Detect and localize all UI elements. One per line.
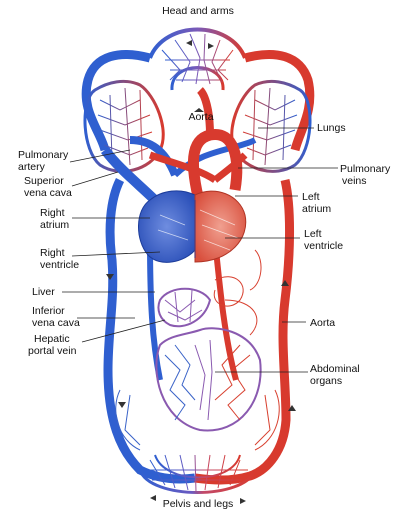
label-left-ventricle-1: Left bbox=[304, 228, 322, 240]
flow-arrows bbox=[106, 40, 296, 504]
label-superior-vena-cava-1: Superior bbox=[24, 175, 64, 187]
label-pulmonary-veins-2: veins bbox=[342, 175, 367, 187]
label-abdominal-organs-1: Abdominal bbox=[310, 363, 360, 375]
label-right-ventricle-2: ventricle bbox=[40, 259, 79, 271]
label-right-atrium-1: Right bbox=[40, 207, 65, 219]
label-pulmonary-artery-1: Pulmonary bbox=[18, 149, 69, 161]
right-heart bbox=[138, 191, 195, 262]
label-inferior-vena-cava-2: vena cava bbox=[32, 317, 80, 329]
label-head-and-arms: Head and arms bbox=[162, 5, 234, 17]
label-left-atrium-2: atrium bbox=[302, 203, 331, 215]
label-pulmonary-artery-2: artery bbox=[18, 161, 46, 173]
label-aorta-top: Aorta bbox=[188, 111, 213, 123]
aortic-arch bbox=[193, 90, 236, 205]
label-left-atrium-1: Left bbox=[302, 191, 320, 203]
label-hepatic-portal-vein-1: Hepatic bbox=[34, 333, 70, 345]
label-aorta-side: Aorta bbox=[310, 317, 335, 329]
label-right-atrium-2: atrium bbox=[40, 219, 69, 231]
head-arms-capillary-bed bbox=[150, 30, 245, 91]
label-lungs: Lungs bbox=[317, 122, 346, 134]
label-pulmonary-veins-1: Pulmonary bbox=[340, 163, 391, 175]
label-abdominal-organs-2: organs bbox=[310, 375, 342, 387]
label-right-ventricle-1: Right bbox=[40, 247, 65, 259]
label-left-ventricle-2: ventricle bbox=[304, 240, 343, 252]
abdominal-organs-capillary-bed bbox=[156, 328, 260, 430]
label-inferior-vena-cava-1: Inferior bbox=[32, 305, 65, 317]
label-hepatic-portal-vein-2: portal vein bbox=[28, 345, 77, 357]
left-heart bbox=[195, 191, 246, 262]
liver-capillary-bed bbox=[158, 289, 210, 327]
label-pelvis-and-legs: Pelvis and legs bbox=[163, 498, 234, 510]
label-liver: Liver bbox=[32, 286, 55, 298]
label-superior-vena-cava-2: vena cava bbox=[24, 187, 72, 199]
heart bbox=[138, 191, 245, 262]
